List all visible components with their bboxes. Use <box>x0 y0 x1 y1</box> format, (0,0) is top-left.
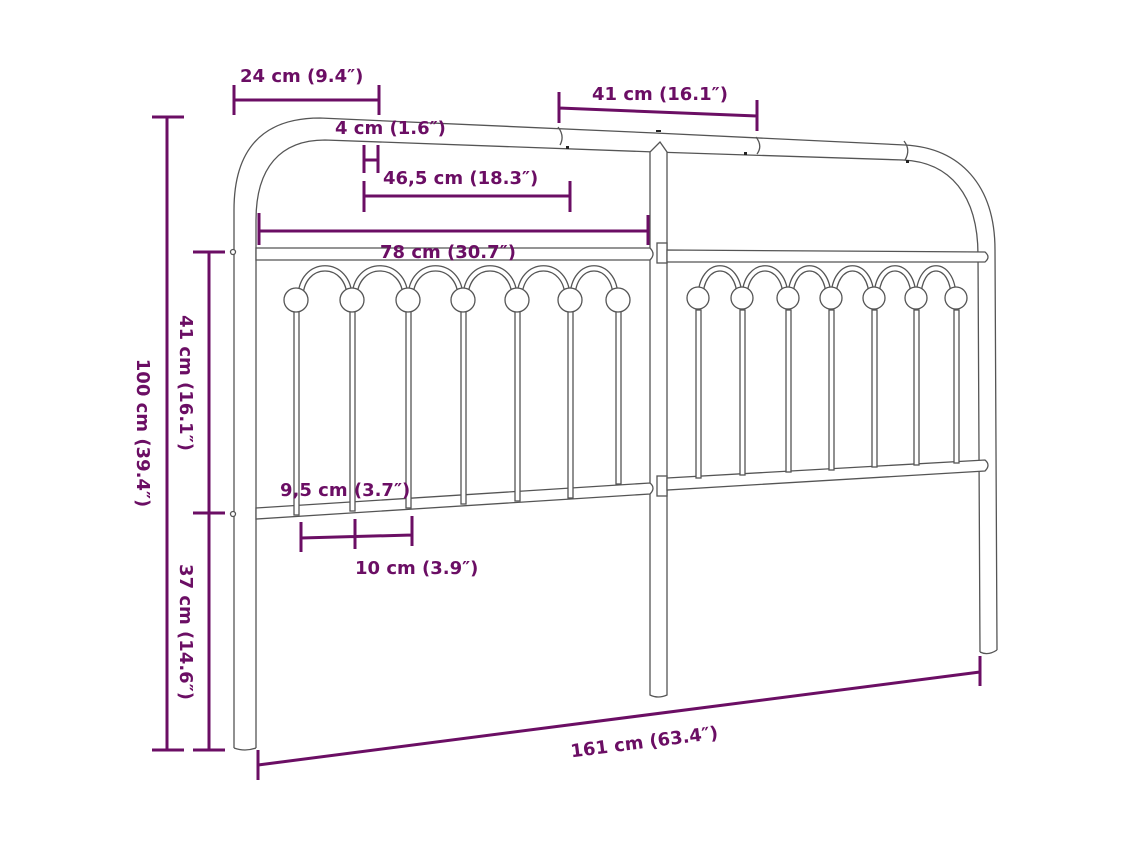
left-panel <box>255 247 654 520</box>
dim-total-width: 161 cm (63.4″) <box>569 723 719 763</box>
dim-panel-height: 41 cm (16.1″) <box>175 315 196 451</box>
headboard-frame <box>229 117 998 751</box>
dim-total-height: 100 cm (39.4″) <box>132 359 153 507</box>
dim-spindle-gap: 9,5 cm (3.7″) <box>280 480 410 501</box>
dim-top-arc-width: 24 cm (9.4″) <box>240 66 363 87</box>
dim-spindle-spacing: 10 cm (3.9″) <box>355 558 478 579</box>
dim-tube-diameter: 4 cm (1.6″) <box>335 118 446 139</box>
right-panel <box>666 249 989 491</box>
dim-panel-width: 78 cm (30.7″) <box>380 242 516 263</box>
center-post <box>649 140 668 698</box>
dimension-lines <box>152 85 982 780</box>
dim-post-offset: 46,5 cm (18.3″) <box>383 168 538 189</box>
dim-leg-height: 37 cm (14.6″) <box>175 564 196 700</box>
dim-top-rail-segment: 41 cm (16.1″) <box>592 84 728 105</box>
dimension-labels: 24 cm (9.4″) 41 cm (16.1″) 4 cm (1.6″) 4… <box>132 66 728 762</box>
